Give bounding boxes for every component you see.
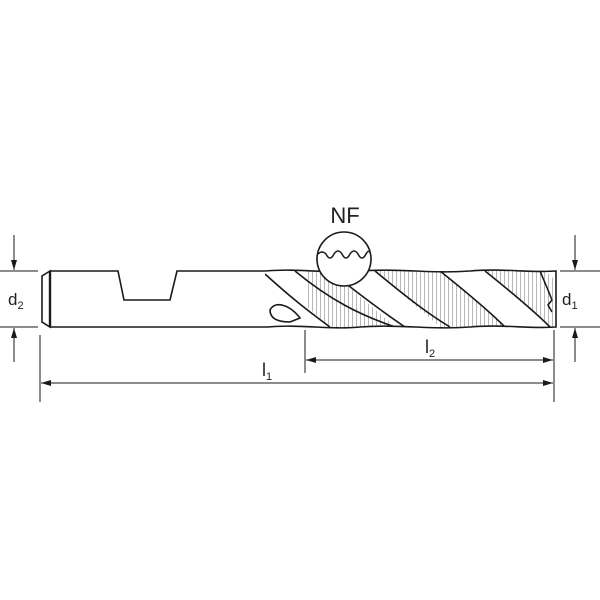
l1-label: l1 <box>262 360 272 383</box>
d1-label: d1 <box>562 290 578 312</box>
l2-label: l2 <box>425 337 435 360</box>
nf-detail: NF <box>316 203 372 287</box>
detail-circle <box>316 231 372 287</box>
helix-edges <box>265 271 553 327</box>
profile-wave <box>317 250 371 259</box>
dimension-labels: d2 d1 l2 l1 <box>8 290 578 383</box>
dimensions <box>0 235 600 402</box>
nf-label: NF <box>330 203 359 228</box>
d2-label: d2 <box>8 290 24 312</box>
shank-outline <box>41 269 268 329</box>
tool-body <box>41 269 557 329</box>
flute-hatching <box>305 271 556 327</box>
